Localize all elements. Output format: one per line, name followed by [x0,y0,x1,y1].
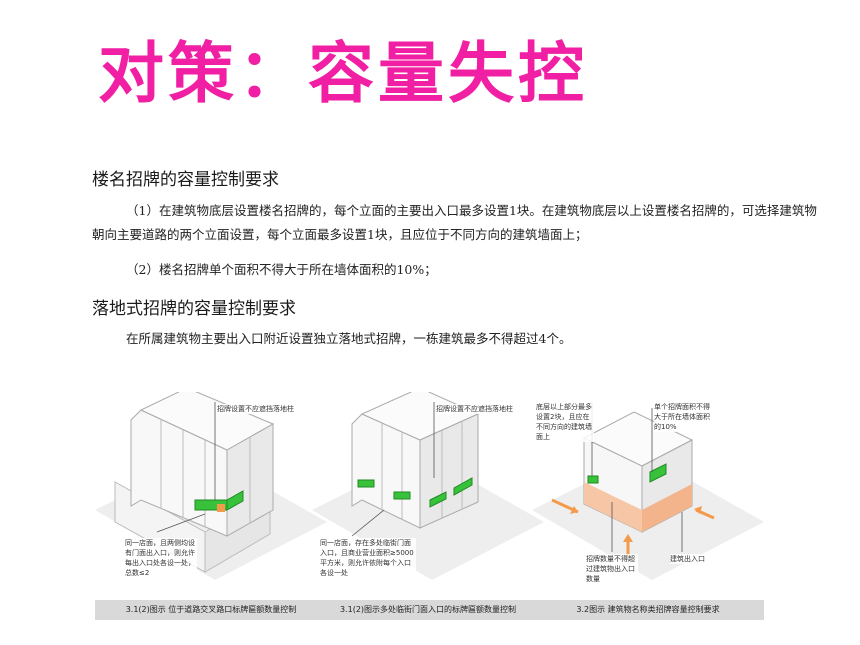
figure-3-note-bottom-right: 建筑出入口 [670,554,710,564]
figure-3-note-bottom-left: 招牌数量不得超过建筑物出入口数量 [586,554,638,584]
page-title: 对策：容量失控 [98,35,588,112]
building-illustration-1 [95,392,327,580]
figure-3-caption: 3.2图示 建筑物名称类招牌容量控制要求 [532,600,764,620]
building-illustration-2 [312,392,544,580]
section-heading-standing-sign: 落地式招牌的容量控制要求 [92,299,296,319]
building-illustration-3 [532,402,764,580]
figure-multi-entrance-sign-count: 招牌设置不应遮挡落地柱 同一店面，存在多处临街门面入口，且商业营业面积≥5000… [312,392,544,620]
figure-3-note-top-right: 单个招牌面积不得大于所在墙体面积的10% [654,402,710,432]
paragraph-building-sign-2: （2）楼名招牌单个面积不得大于所在墙体面积的10%； [126,262,437,277]
figure-1-caption: 3.1(2)图示 位于道路交叉路口标牌匾额数量控制 [95,600,327,620]
paragraph-standing-sign: 在所属建筑物主要出入口附近设置独立落地式招牌，一栋建筑最多不得超过4个。 [126,331,572,346]
figure-3-note-top-left: 底层以上部分最多设置2块，且应在不同方向的建筑墙面上 [536,402,594,442]
figure-2-note-bottom: 同一店面，存在多处临街门面入口，且商业营业面积≥5000平方米，则允许依附每个入… [320,538,416,578]
figure-1-note-bottom: 同一店面，且两侧均设有门面出入口，则允许每出入口处各设一处，总数≤2 [125,538,197,578]
section-heading-building-sign: 楼名招牌的容量控制要求 [92,170,279,190]
figure-intersection-sign-count: 招牌设置不应遮挡落地柱 同一店面，且两侧均设有门面出入口，则允许每出入口处各设一… [95,392,327,620]
figure-2-note-top: 招牌设置不应遮挡落地柱 [436,404,536,414]
figure-building-name-sign-capacity: 底层以上部分最多设置2块，且应在不同方向的建筑墙面上 单个招牌面积不得大于所在墙… [532,392,764,620]
figure-2-caption: 3.1(2)图示多处临街门面入口的标牌匾额数量控制 [312,600,544,620]
figure-1-note-top: 招牌设置不应遮挡落地柱 [217,404,317,414]
paragraph-building-sign-1: （1）在建筑物底层设置楼名招牌的，每个立面的主要出入口最多设置1块。在建筑物底层… [92,203,817,242]
